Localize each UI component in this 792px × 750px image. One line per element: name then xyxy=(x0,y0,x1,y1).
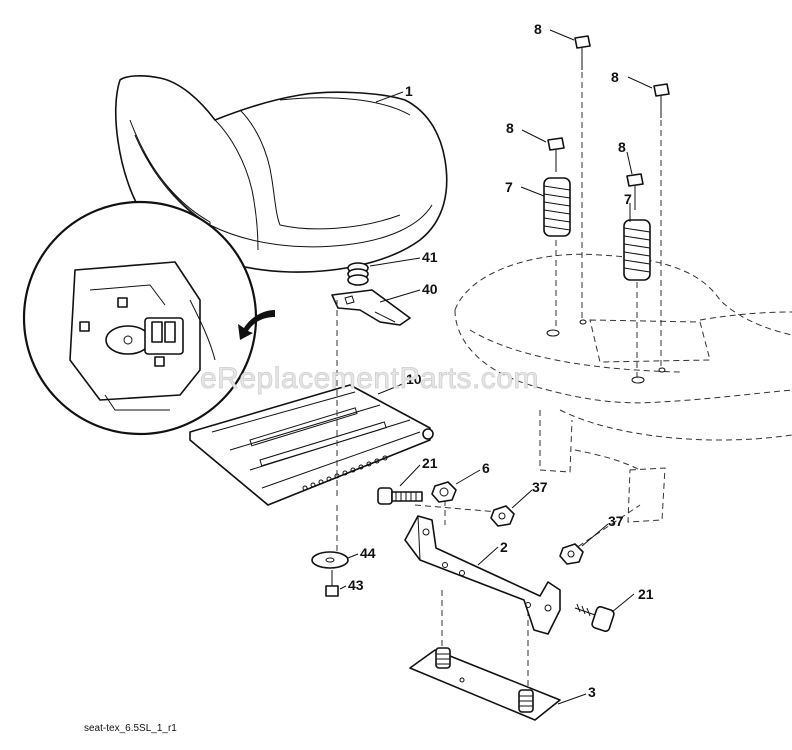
callout-21-b: 21 xyxy=(638,586,654,602)
plate-3 xyxy=(409,647,561,721)
callout-labels: 1 8 8 8 8 7 7 41 40 10 21 6 37 37 2 44 4… xyxy=(348,21,654,700)
washer-44 xyxy=(311,551,349,569)
spring-7-a xyxy=(543,177,571,237)
bolt-21-b xyxy=(574,603,615,633)
detail-inset xyxy=(22,200,258,436)
bolt-8-c xyxy=(547,137,565,172)
spring-7-b xyxy=(623,219,651,281)
callout-43: 43 xyxy=(348,577,364,593)
callout-3: 3 xyxy=(588,684,596,700)
watermark: eReplacementParts.com xyxy=(200,362,539,395)
bolt-8-b xyxy=(653,83,670,118)
callout-21-a: 21 xyxy=(422,455,438,471)
callout-8-d: 8 xyxy=(618,139,626,155)
callout-2: 2 xyxy=(500,539,508,555)
bracket-2 xyxy=(404,515,561,635)
callout-8-c: 8 xyxy=(506,120,514,136)
callout-40: 40 xyxy=(422,281,438,297)
callout-37-a: 37 xyxy=(532,479,548,495)
bolt-8-d xyxy=(626,173,644,210)
callout-44: 44 xyxy=(360,545,376,561)
callout-7-a: 7 xyxy=(505,179,513,195)
callout-8-a: 8 xyxy=(534,21,542,37)
callout-41: 41 xyxy=(422,249,438,265)
nut-6 xyxy=(431,481,457,503)
bolt-21-a xyxy=(377,487,423,505)
nut-37-a xyxy=(490,505,515,527)
callout-7-b: 7 xyxy=(624,191,632,207)
spring-41 xyxy=(347,262,369,286)
callout-10: 10 xyxy=(406,371,422,387)
callout-37-b: 37 xyxy=(608,513,624,529)
callout-1: 1 xyxy=(405,83,413,99)
drawing-caption: seat-tex_6.5SL_1_r1 xyxy=(84,723,177,734)
callout-8-b: 8 xyxy=(611,69,619,85)
screw-43 xyxy=(325,570,339,597)
callout-6: 6 xyxy=(482,460,490,476)
bracket-40 xyxy=(331,289,411,326)
bolt-8-a xyxy=(574,35,591,70)
rotate-arrow-icon xyxy=(238,310,275,340)
seat-pan-10 xyxy=(189,384,434,506)
assembly-lines xyxy=(336,72,662,690)
nut-37-b xyxy=(559,543,584,565)
leader-lines xyxy=(339,29,653,705)
fender-outline xyxy=(454,253,792,523)
